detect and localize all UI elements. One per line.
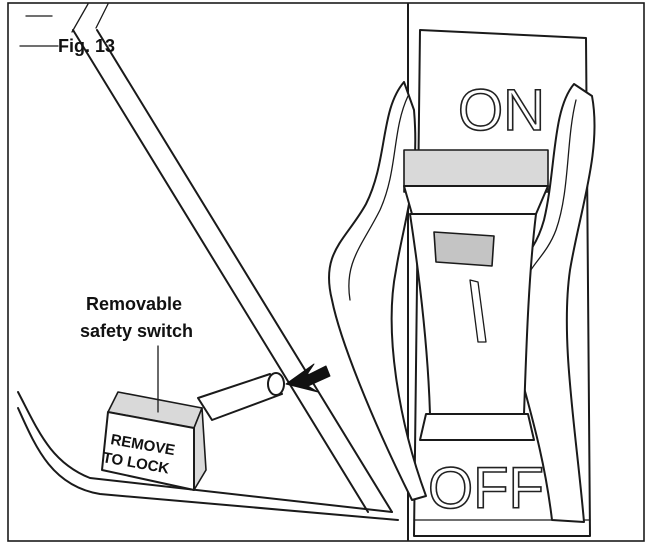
rocker-switch [327, 81, 596, 523]
figure-label: Fig. 13 [58, 36, 115, 56]
figure-frame [7, 2, 645, 542]
safety-key [101, 372, 285, 491]
callout-text-line2: safety switch [80, 321, 193, 341]
callout-text-line1: Removable [86, 294, 182, 314]
switch-on-label: ON [458, 78, 545, 143]
switch-off-label: OFF [428, 456, 544, 521]
insert-direction-arrow [285, 363, 331, 393]
